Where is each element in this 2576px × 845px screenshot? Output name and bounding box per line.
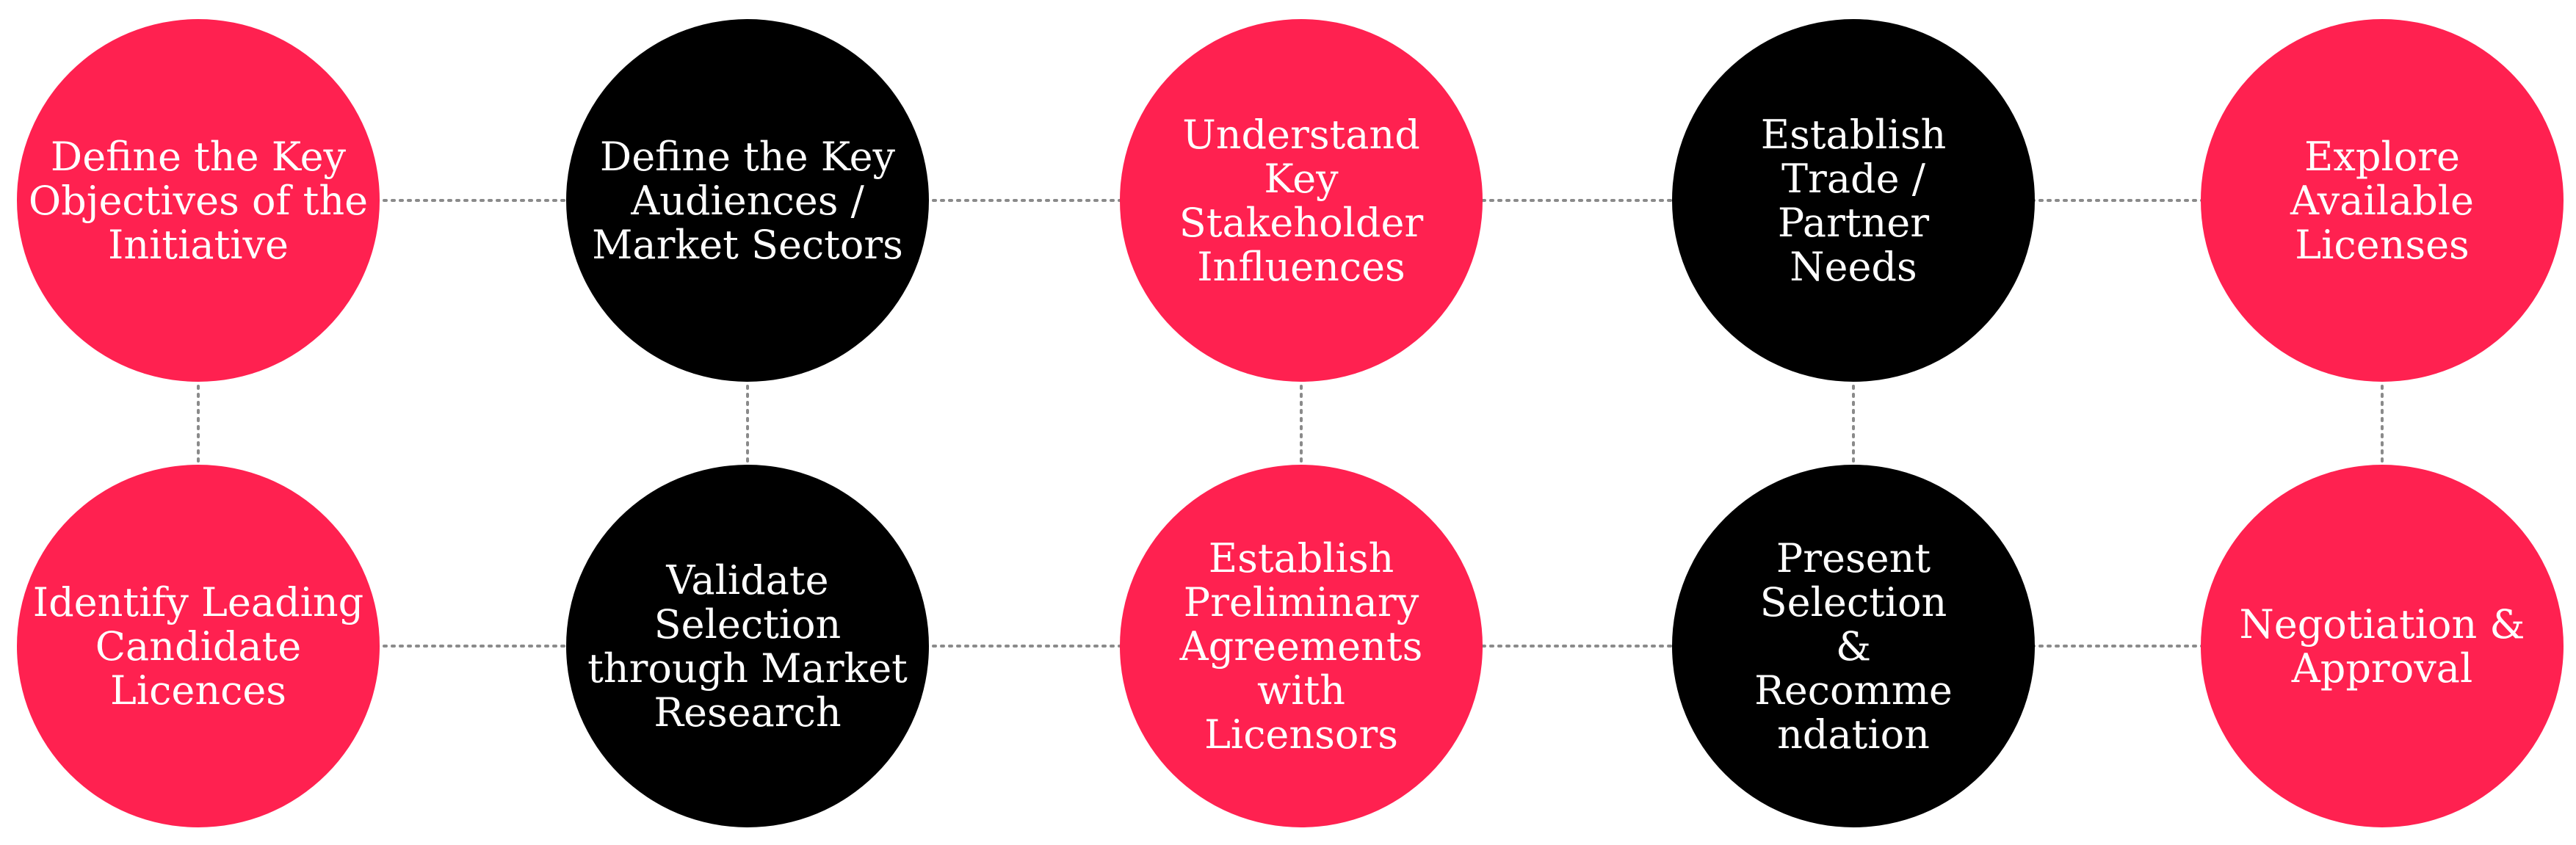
step-label-line: ndation <box>1777 711 1930 758</box>
step-label-line: Licences <box>110 667 286 714</box>
step-label-line: Define the Key <box>600 134 896 180</box>
step-label-line: Stakeholder <box>1179 200 1424 246</box>
step-label-line: Available <box>2290 178 2474 224</box>
step-label-line: Influences <box>1197 244 1405 290</box>
step-circle <box>2201 465 2564 827</box>
step-label-line: Understand <box>1182 112 1420 158</box>
step-label-line: Present <box>1776 535 1931 581</box>
step-label-line: Establish <box>1209 535 1394 581</box>
step-label-line: Selection <box>1760 579 1947 625</box>
step-label-line: Key <box>1264 156 1339 202</box>
step-label: Negotiation &Approval <box>2240 601 2525 692</box>
step-circle <box>1120 19 1483 382</box>
step-circle <box>17 465 380 827</box>
step-label-line: Agreements <box>1179 623 1423 670</box>
step-label-line: Objectives of the <box>29 178 368 224</box>
step-label-line: Market Sectors <box>592 222 903 268</box>
step-label-line: Identify Leading <box>33 579 363 625</box>
step-label-line: Establish <box>1761 112 1947 158</box>
step-label-line: Candidate <box>95 623 302 670</box>
step-label-line: Audiences / <box>630 178 864 224</box>
step-circle <box>17 19 380 382</box>
step-label-line: Initiative <box>108 222 289 268</box>
step-node-s10: Negotiation &Approval <box>2201 465 2564 827</box>
step-label-line: through Market <box>587 645 908 692</box>
step-label-line: Preliminary <box>1184 579 1419 625</box>
step-circle <box>1120 465 1483 827</box>
step-label-line: Licenses <box>2295 222 2470 268</box>
step-label-line: Needs <box>1790 244 1917 290</box>
step-label-line: Trade / <box>1781 156 1926 202</box>
step-label-line: Licensors <box>1204 711 1398 758</box>
step-label-line: Define the Key <box>51 134 347 180</box>
step-label-line: Recomme <box>1754 667 1953 714</box>
step-circle <box>566 465 929 827</box>
step-label-line: Validate <box>665 557 828 603</box>
step-label-line: Research <box>654 689 841 736</box>
step-label-line: Selection <box>654 601 842 648</box>
step-label-line: with <box>1257 667 1345 714</box>
step-label-line: Negotiation & <box>2240 601 2525 648</box>
step-circle <box>1672 465 2035 827</box>
step-label-line: Approval <box>2291 645 2472 692</box>
step-label-line: Partner <box>1778 200 1929 246</box>
step-label-line: Explore <box>2304 134 2460 180</box>
step-circle <box>2201 19 2564 382</box>
step-label-line: & <box>1836 623 1871 670</box>
step-circle <box>566 19 929 382</box>
step-circle <box>1672 19 2035 382</box>
